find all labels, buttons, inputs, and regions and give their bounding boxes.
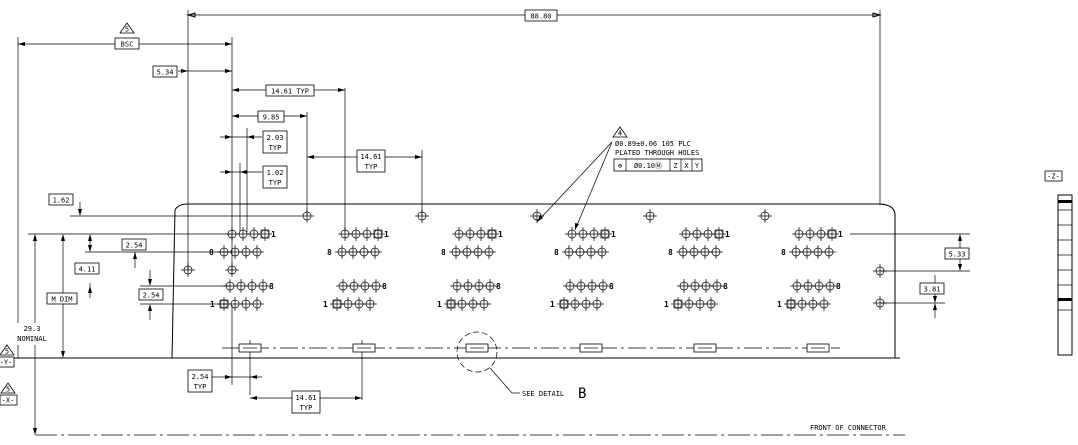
dim-9-85: 9.85: [263, 114, 280, 122]
datum-y-flag: 5: [5, 348, 9, 356]
side-view: [1057, 194, 1073, 356]
hole-spec-line1: Ø0.89±0.06 105 PLC: [615, 140, 691, 148]
dim-2-03: 2.03: [267, 134, 284, 142]
dim-14-61-mid: 14.61: [360, 153, 381, 161]
dim-14-61-typ-top: 14.61 TYP: [271, 88, 309, 96]
datum-z: -Z-: [1047, 173, 1060, 181]
dim-nominal: NOMINAL: [17, 335, 47, 343]
pin-number-label: 1: [725, 230, 730, 239]
datum-x-flag: 5: [6, 386, 10, 394]
detail-b-circle: [456, 331, 498, 373]
pin-number-label: 8: [327, 248, 332, 257]
pin-number-label: 8: [382, 282, 387, 291]
pin-number-label: 8: [209, 248, 214, 257]
pin-number-label: 1: [437, 300, 442, 309]
dim-2-03-typ: TYP: [269, 144, 282, 152]
fcf-tolerance: Ø0.10Ⓜ: [634, 162, 662, 170]
pin-number-label: 1: [611, 230, 616, 239]
dim-5-34: 5.34: [157, 69, 174, 77]
pin-number-label: 8: [668, 248, 673, 257]
pin-number-label: 1: [664, 300, 669, 309]
fcf-position-icon: ⊕: [618, 162, 623, 170]
pin-number-label: 1: [498, 230, 503, 239]
pin-number-label: 8: [269, 282, 274, 291]
dim-14-61-bottom: 14.61: [295, 394, 316, 402]
dim-2-54-typ-bottom: 2.54: [192, 373, 209, 381]
dim-1-02-typ: TYP: [269, 179, 282, 187]
dim-bsc: BSC: [121, 41, 134, 49]
pin-number-label: 8: [554, 248, 559, 257]
pin1-square-pad: [373, 229, 383, 239]
pin-number-label: 1: [210, 300, 215, 309]
bsc-flag-5: 5: [125, 26, 129, 34]
pin1-square-pad: [827, 229, 837, 239]
dim-14-61-bottom-typ: TYP: [300, 404, 313, 412]
pin1-square-pad: [714, 229, 724, 239]
hole-spec-line2: PLATED THROUGH HOLES: [615, 149, 699, 157]
pin-number-label: 8: [609, 282, 614, 291]
dim-2-54-bottom: 2.54: [143, 292, 160, 300]
pin-number-label: 8: [496, 282, 501, 291]
front-of-connector-label: FRONT OF CONNECTOR: [810, 424, 887, 432]
pin-number-label: 8: [723, 282, 728, 291]
pin-number-label: 8: [836, 282, 841, 291]
dim-2-54-typ-bottom-label: TYP: [194, 383, 207, 391]
pin-number-label: 1: [384, 230, 389, 239]
pin1-square-pad: [600, 229, 610, 239]
pin-number-label: 1: [271, 230, 276, 239]
dim-m-dim: M DIM: [51, 296, 72, 304]
see-detail-text: SEE DETAIL: [522, 390, 564, 398]
pin-number-label: 1: [323, 300, 328, 309]
dim-5-33: 5.33: [949, 251, 966, 259]
slot-row: [238, 343, 830, 353]
dim-14-61-mid-typ: TYP: [365, 163, 378, 171]
hole-note-flag: 4: [618, 130, 622, 138]
pin-number-label: 8: [781, 248, 786, 257]
pin-number-label: 1: [550, 300, 555, 309]
pin-number-label: 8: [441, 248, 446, 257]
pin1-square-pad: [487, 229, 497, 239]
fcf-datum-y: Y: [695, 162, 700, 170]
feature-control-frame: ⊕ Ø0.10Ⓜ Z X Y: [613, 158, 703, 172]
pin-number-label: 1: [838, 230, 843, 239]
fcf-datum-x: X: [684, 162, 689, 170]
dim-3-81: 3.81: [924, 286, 941, 294]
dim-1-02: 1.02: [267, 169, 284, 177]
datum-y: -Y-: [0, 359, 12, 367]
dim-4-11: 4.11: [79, 266, 96, 274]
dim-2-54-top: 2.54: [126, 242, 143, 250]
dim-1-62: 1.62: [53, 197, 70, 205]
datum-x: -X-: [2, 397, 15, 405]
pin1-square-pad: [260, 229, 270, 239]
pin-number-label: 1: [777, 300, 782, 309]
dim-88-80: 88.80: [530, 13, 551, 21]
connector-outline: [171, 203, 896, 359]
detail-b-letter: B: [578, 386, 586, 402]
hole-pattern: 1 8 8 1 1 8 8 1 1 8 8 1 1 8 8 1 1 8 8 1 1 8 8 1: [181, 209, 887, 311]
dim-29-3: 29.3: [24, 325, 41, 333]
fcf-datum-z: Z: [673, 162, 677, 170]
